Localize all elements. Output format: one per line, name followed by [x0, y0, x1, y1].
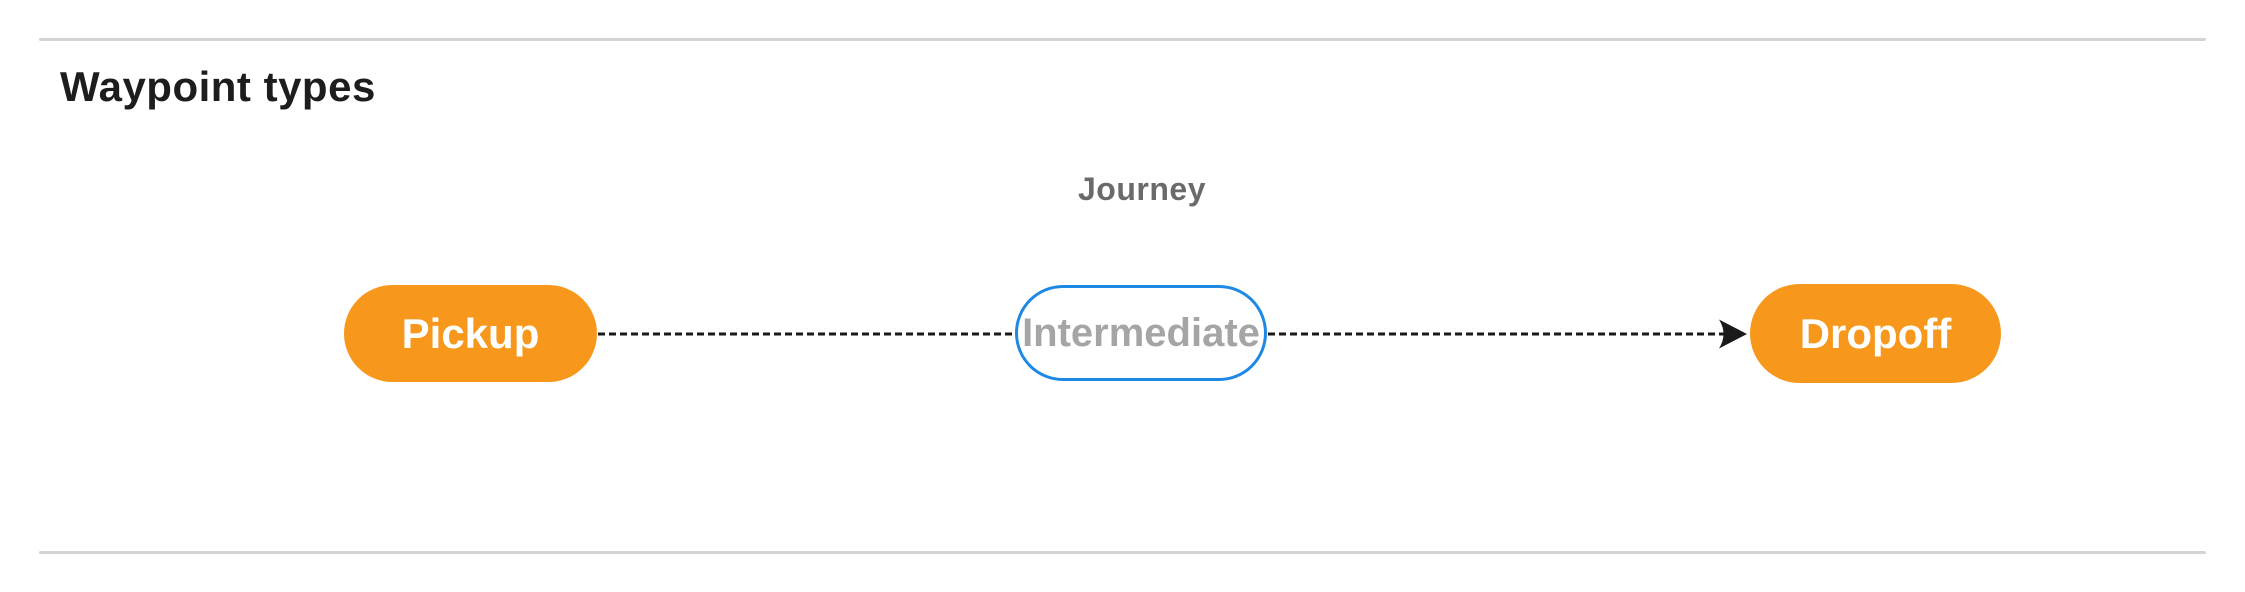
- intermediate-node: Intermediate: [1015, 285, 1267, 381]
- page-title: Waypoint types: [60, 63, 376, 110]
- diagram-title: Journey: [1078, 171, 1206, 207]
- pickup-node-label: Pickup: [401, 309, 540, 357]
- pickup-node: Pickup: [344, 285, 597, 382]
- dropoff-node: Dropoff: [1750, 284, 2001, 383]
- intermediate-node-label: Intermediate: [1022, 310, 1260, 355]
- top-divider: [39, 38, 2206, 41]
- arrowhead: [1719, 319, 1747, 349]
- bottom-divider: [39, 551, 2206, 554]
- dropoff-node-label: Dropoff: [1799, 309, 1952, 357]
